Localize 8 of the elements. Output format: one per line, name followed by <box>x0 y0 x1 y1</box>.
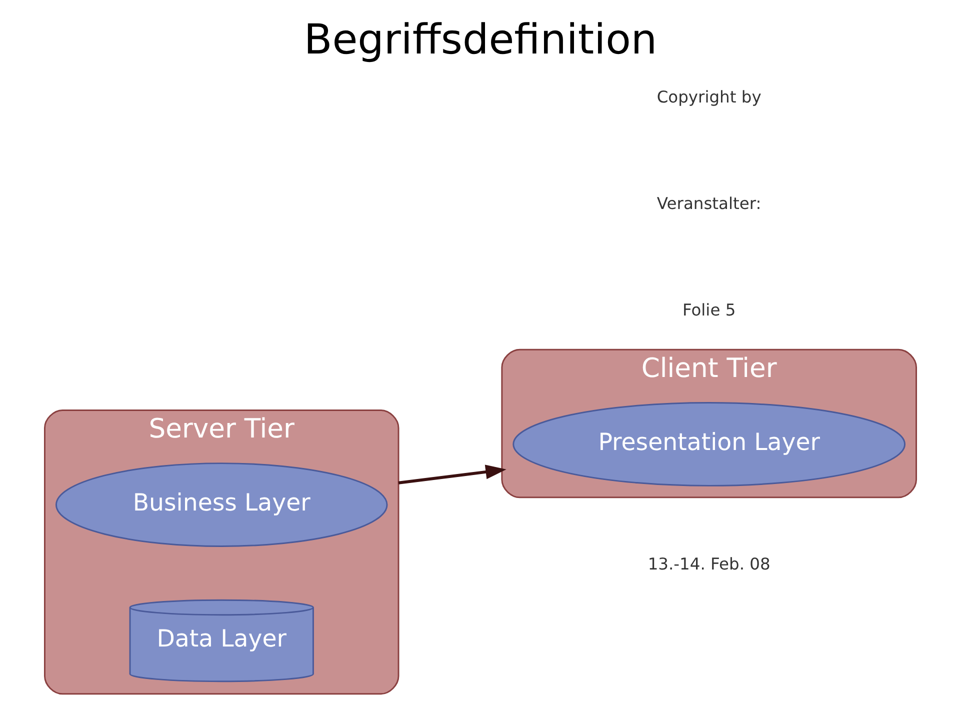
arrow <box>398 464 506 484</box>
node-ellipse: Presentation Layer <box>512 402 906 486</box>
label: Folie 5 <box>682 300 736 320</box>
diagram-title: Begriffsdefinition <box>303 15 657 64</box>
label: Copyright by <box>656 88 761 107</box>
label: Veranstalter: <box>656 194 761 214</box>
node-ellipse: Business Layer <box>54 462 388 547</box>
label: 13.-14. Feb. 08 <box>647 554 770 574</box>
